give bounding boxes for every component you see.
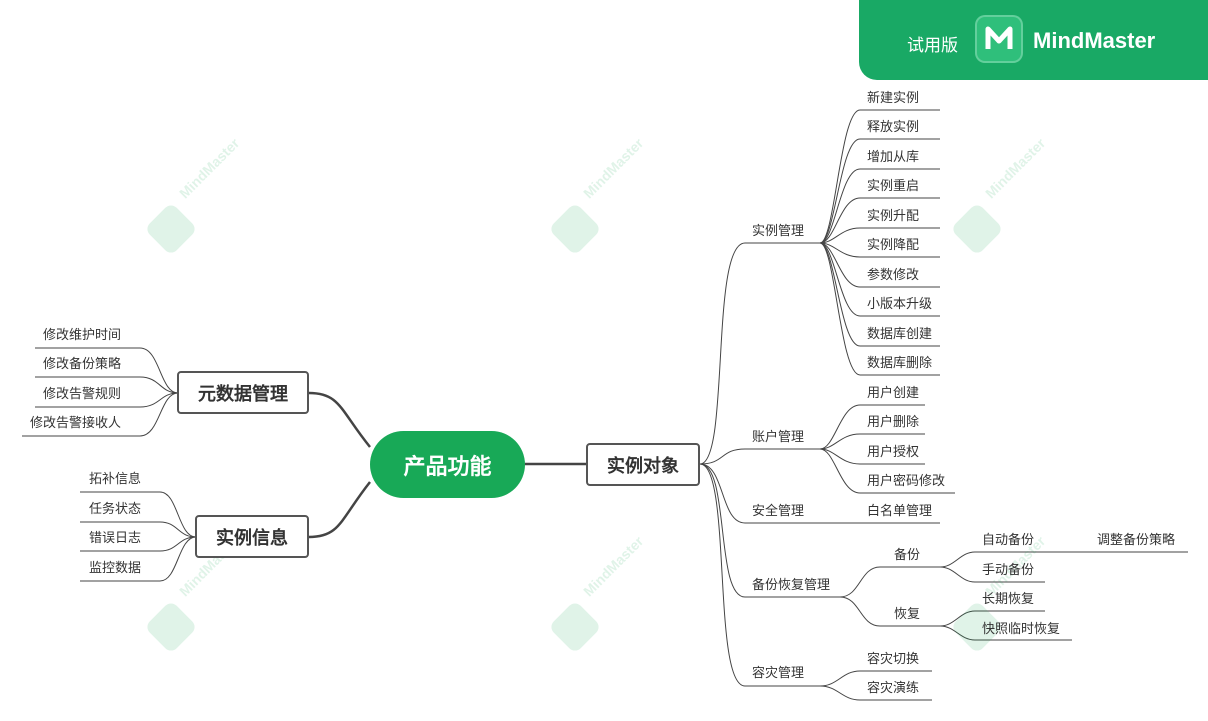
root-topic[interactable]: 产品功能 [370,431,525,498]
subtopic[interactable]: 容灾管理 [752,666,805,681]
subtopic[interactable]: 修改维护时间 [43,328,122,343]
subtopic[interactable]: 用户创建 [867,386,920,401]
subtopic[interactable]: 修改告警规则 [43,387,122,402]
subtopic[interactable]: 实例升配 [867,209,920,224]
subtopic[interactable]: 修改告警接收人 [30,416,122,431]
subtopic[interactable]: 用户授权 [867,445,920,460]
subtopic[interactable]: 实例管理 [752,224,805,239]
topic-instance-object[interactable]: 实例对象 [586,443,700,486]
subtopic[interactable]: 拓补信息 [89,472,142,487]
watermark: MindMaster [950,135,1058,260]
mindmaster-logo-icon [975,15,1023,63]
watermark-logo-icon [950,202,1004,256]
subtopic[interactable]: 容灾演练 [867,681,920,696]
subtopic[interactable]: 修改备份策略 [43,357,122,372]
subtopic[interactable]: 任务状态 [89,502,142,517]
subtopic[interactable]: 白名单管理 [867,504,933,519]
watermark: MindMaster [144,533,252,658]
subtopic[interactable]: 参数修改 [867,268,920,283]
subtopic[interactable]: 实例降配 [867,238,920,253]
subtopic[interactable]: 监控数据 [89,561,142,576]
subtopic[interactable]: 恢复 [894,607,921,622]
subtopic[interactable]: 新建实例 [867,91,920,106]
subtopic[interactable]: 数据库创建 [867,327,933,342]
subtopic[interactable]: 释放实例 [867,120,920,135]
subtopic[interactable]: 用户密码修改 [867,474,946,489]
subtopic[interactable]: 用户删除 [867,415,920,430]
subtopic[interactable]: 手动备份 [982,563,1035,578]
subtopic[interactable]: 调整备份策略 [1097,533,1176,548]
watermark: MindMaster [548,533,656,658]
topic-metadata-management[interactable]: 元数据管理 [177,371,309,414]
watermark-logo-icon [144,202,198,256]
subtopic[interactable]: 备份恢复管理 [752,578,831,593]
subtopic[interactable]: 长期恢复 [982,592,1035,607]
subtopic[interactable]: 增加从库 [867,150,920,165]
subtopic[interactable]: 数据库删除 [867,356,933,371]
subtopic[interactable]: 容灾切换 [867,652,920,667]
watermark: MindMaster [144,135,252,260]
subtopic[interactable]: 账户管理 [752,430,805,445]
subtopic[interactable]: 安全管理 [752,504,805,519]
subtopic[interactable]: 自动备份 [982,533,1035,548]
subtopic[interactable]: 错误日志 [89,531,142,546]
subtopic[interactable]: 快照临时恢复 [982,622,1061,637]
watermark-logo-icon [548,202,602,256]
watermark: MindMaster [548,135,656,260]
app-name: MindMaster [1033,28,1156,53]
subtopic[interactable]: 备份 [894,548,921,563]
brand-banner: 试用版 MindMaster [859,0,1208,80]
subtopic[interactable]: 实例重启 [867,179,920,194]
watermark-logo-icon [548,600,602,654]
topic-instance-info[interactable]: 实例信息 [195,515,309,558]
trial-label: 试用版 [907,36,958,56]
watermark-logo-icon [144,600,198,654]
subtopic[interactable]: 小版本升级 [867,297,933,312]
